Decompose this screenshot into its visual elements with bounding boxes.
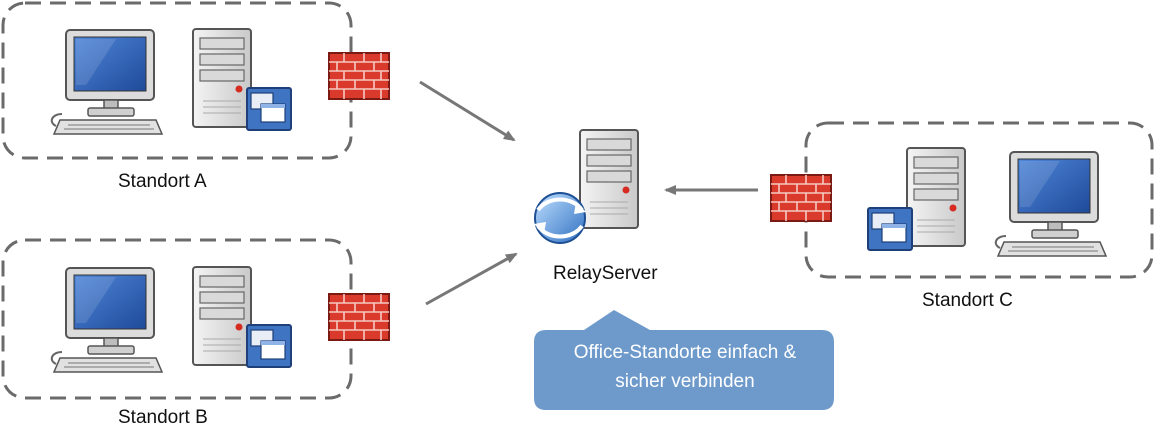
site-b-computer-icon (50, 267, 163, 373)
site-c-firewall-icon (770, 174, 832, 222)
site-c-computer-icon (994, 151, 1107, 257)
callout-bubble (534, 310, 834, 410)
relay-server-icon (579, 129, 639, 229)
site-a-firewall-icon (328, 52, 390, 100)
site-a-boundary (1, 1, 353, 160)
site-b-app-icon (246, 324, 292, 368)
site-c-boundary (804, 121, 1154, 279)
site-a-server-icon (192, 28, 252, 128)
site-a-app-icon (246, 87, 292, 131)
site-a-computer-icon (50, 29, 163, 135)
callout-text: Office-Standorte einfach & sicher verbin… (540, 338, 830, 396)
site-b-server-icon (192, 266, 252, 366)
arrow-site-a-to-relay (419, 80, 516, 142)
site-c-server-icon (906, 147, 966, 247)
relay-globe-icon (534, 192, 586, 244)
site-b-firewall-icon (328, 293, 390, 341)
callout-line-2: sicher verbinden (615, 371, 755, 392)
site-a-label: Standort A (118, 171, 207, 192)
arrow-site-b-to-relay (425, 252, 518, 306)
site-b-boundary (1, 238, 353, 400)
callout-line-1: Office-Standorte einfach & (573, 342, 797, 363)
site-b-label: Standort B (118, 407, 208, 428)
relay-server-label: RelayServer (553, 263, 658, 284)
site-c-app-icon (867, 207, 913, 251)
site-c-label: Standort C (922, 290, 1013, 311)
